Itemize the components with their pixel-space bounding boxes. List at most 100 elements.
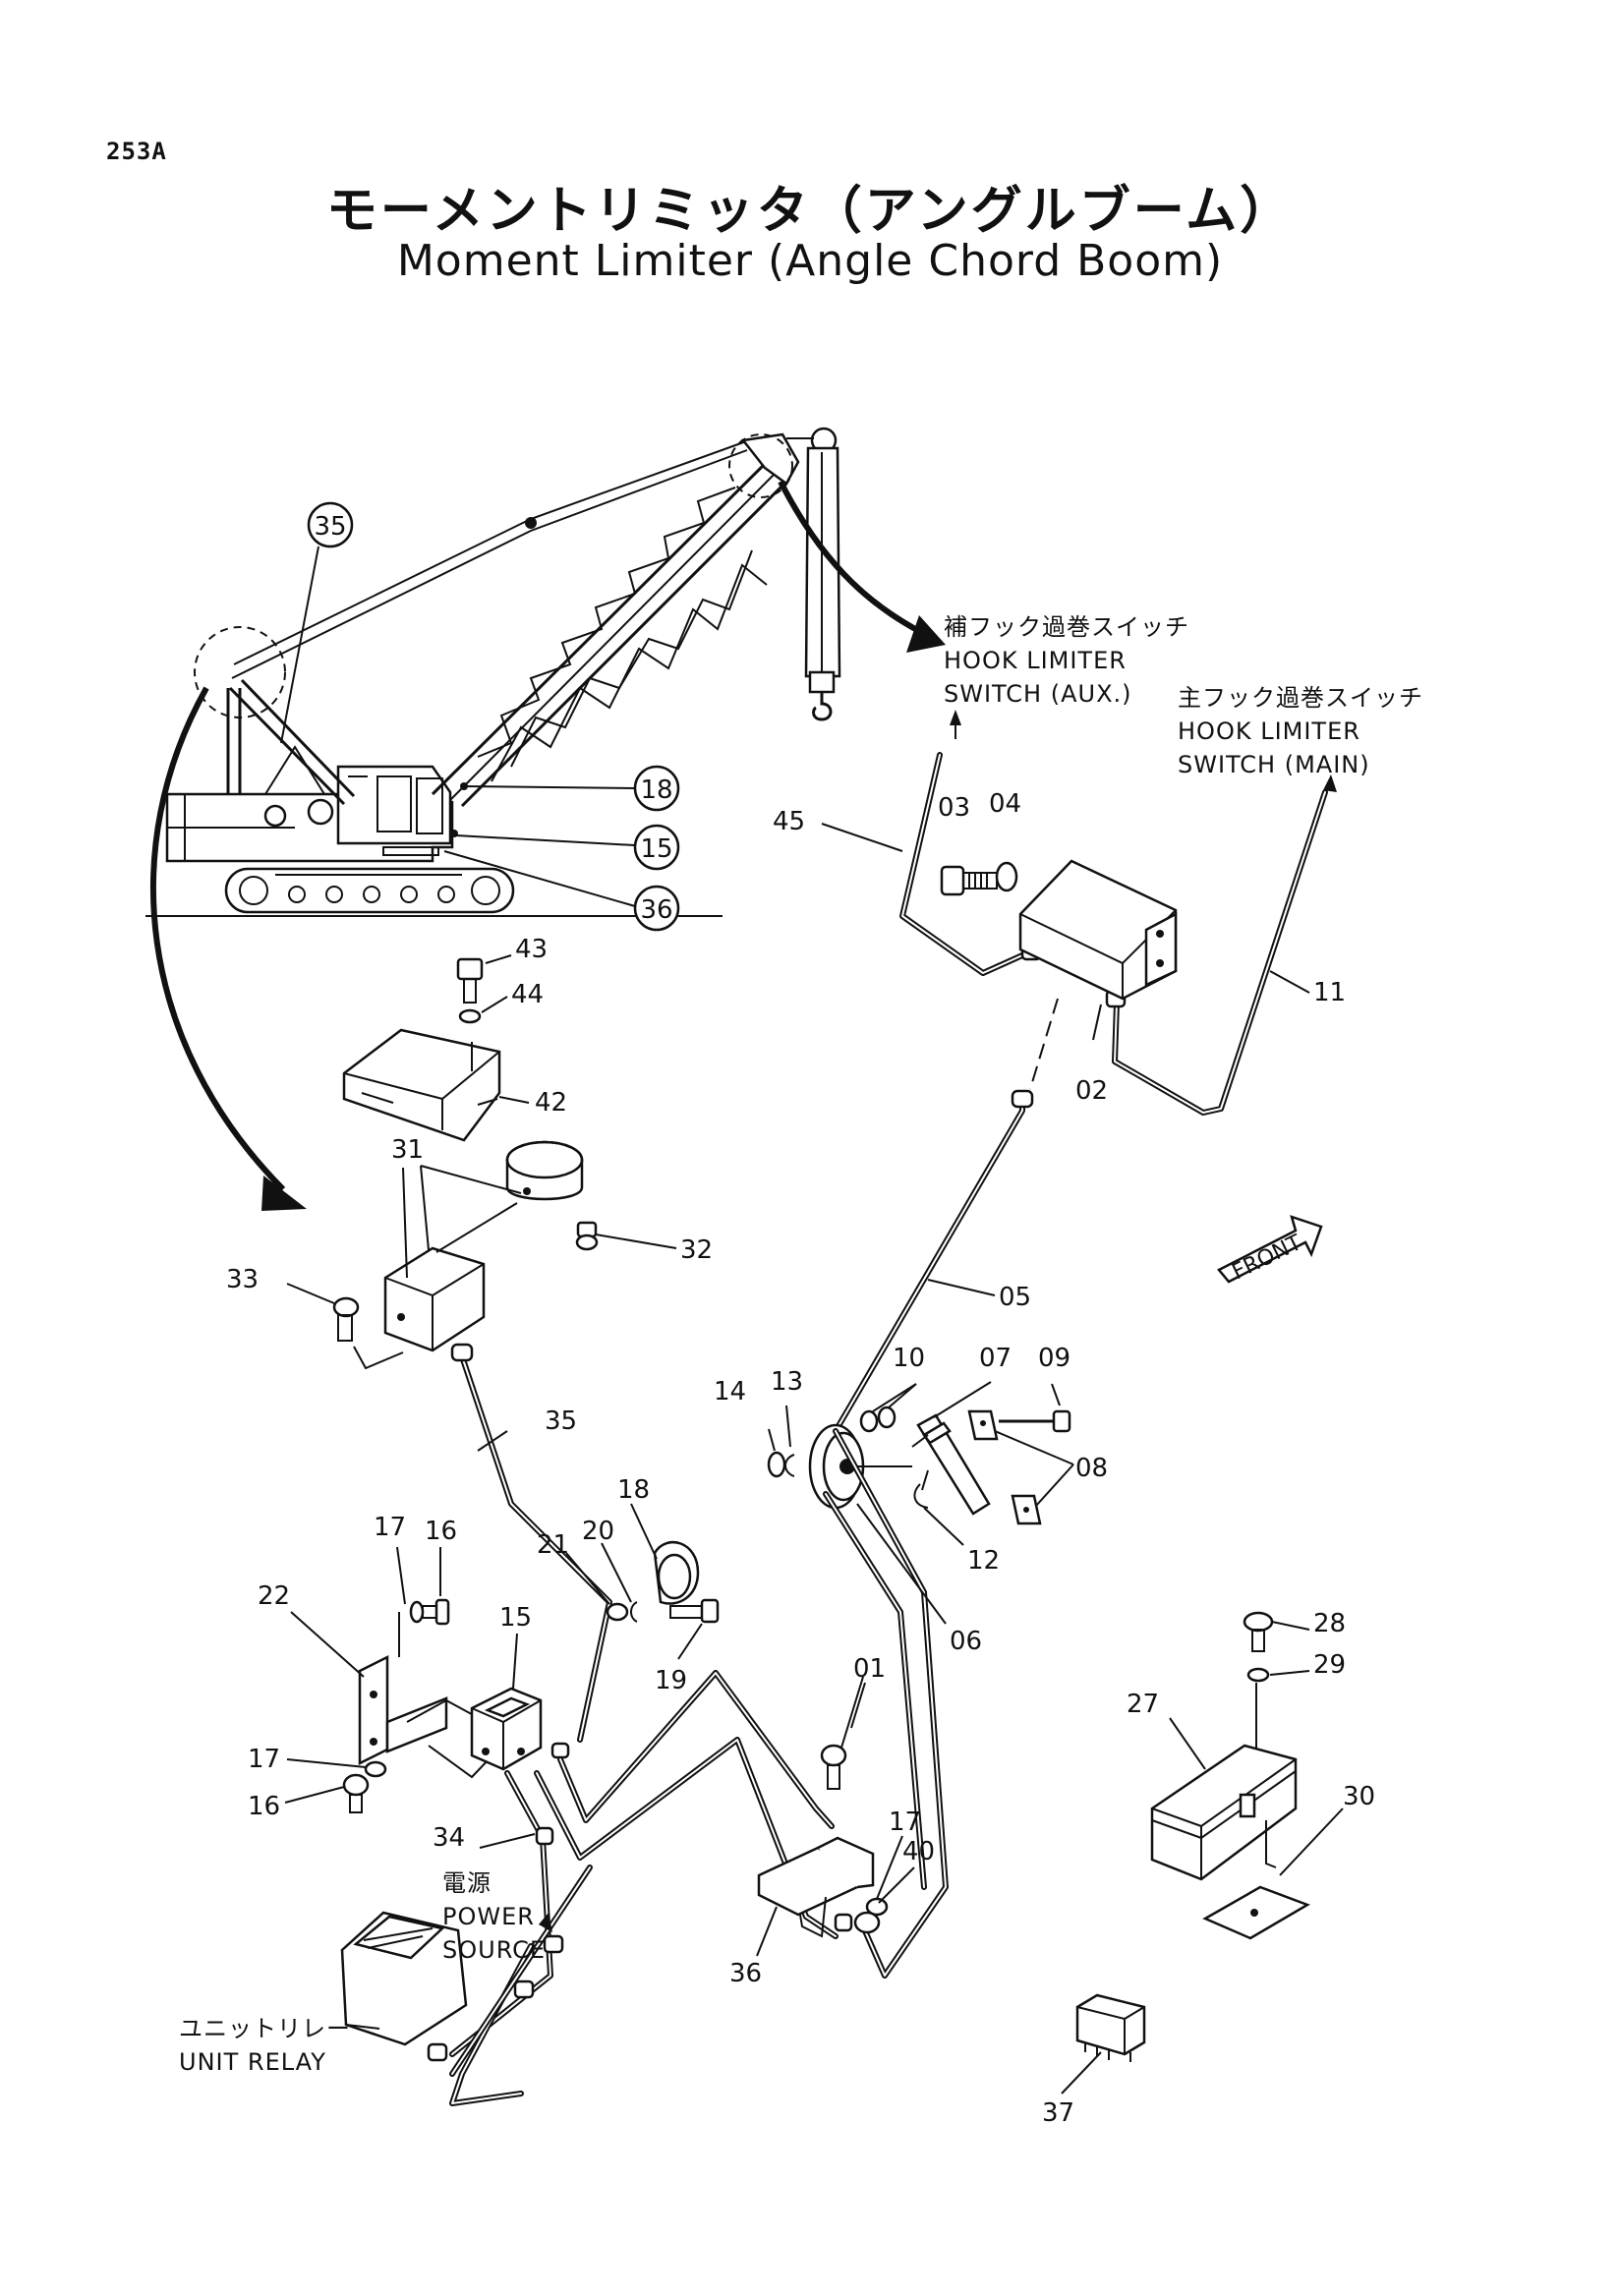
- part-06: 06: [950, 1627, 982, 1656]
- part-43: 43: [515, 935, 548, 964]
- svg-text:POWER: POWER: [442, 1903, 535, 1930]
- svg-text:主フック過巻スイッチ: 主フック過巻スイッチ: [1178, 684, 1423, 712]
- svg-text:電源: 電源: [442, 1869, 492, 1897]
- switch-box-02: [1018, 859, 1178, 1001]
- front-direction-arrow: FRONT: [1217, 1215, 1323, 1286]
- part-35: 35: [545, 1406, 577, 1436]
- part-15: 15: [499, 1603, 532, 1633]
- bracket-36: [757, 1836, 875, 1938]
- title-japanese: モーメントリミッタ（アングルブーム）: [325, 182, 1295, 241]
- part-17a: 17: [374, 1513, 406, 1542]
- part-08: 08: [1075, 1454, 1108, 1483]
- part-16b: 16: [248, 1792, 280, 1821]
- nut-21: [606, 1602, 629, 1622]
- part-27: 27: [1127, 1690, 1159, 1719]
- part-11: 11: [1313, 978, 1346, 1007]
- buzzer-31: [505, 1140, 584, 1201]
- reel-drum-06: [808, 1423, 912, 1510]
- part-44: 44: [511, 980, 544, 1009]
- part-21: 21: [537, 1530, 569, 1560]
- part-37: 37: [1042, 2098, 1074, 2128]
- lattice-boom: [431, 460, 788, 808]
- washer-29: [1246, 1667, 1270, 1683]
- part-17b: 17: [248, 1745, 280, 1774]
- svg-text:SOURCE: SOURCE: [442, 1936, 546, 1964]
- washer-14: [767, 1451, 786, 1478]
- bolt-03: [940, 865, 998, 896]
- bolt-32: [575, 1221, 599, 1251]
- callout-18: 18: [640, 775, 672, 805]
- bolt-16b: [342, 1773, 370, 1813]
- washer-44: [458, 1008, 482, 1024]
- part-01: 01: [853, 1654, 886, 1684]
- part-19: 19: [655, 1666, 687, 1695]
- svg-text:SWITCH (AUX.): SWITCH (AUX.): [944, 680, 1132, 708]
- part-09: 09: [1038, 1344, 1070, 1373]
- bolt-33: [332, 1296, 360, 1342]
- part-02: 02: [1075, 1076, 1108, 1106]
- svg-text:UNIT RELAY: UNIT RELAY: [179, 2048, 326, 2076]
- bolt-28: [1243, 1611, 1274, 1652]
- part-20: 20: [582, 1517, 614, 1546]
- part-07: 07: [979, 1344, 1012, 1373]
- hook-limiter-aux-note: 補フック過巻スイッチ HOOK LIMITER SWITCH (AUX.): [944, 613, 1189, 708]
- hook-limiter-main-note: 主フック過巻スイッチ HOOK LIMITER SWITCH (MAIN): [1178, 684, 1423, 778]
- part-36: 36: [729, 1959, 762, 1988]
- crane-illustration: [145, 427, 841, 917]
- part-03: 03: [938, 793, 970, 823]
- part-10: 10: [893, 1344, 925, 1373]
- part-40: 40: [902, 1837, 935, 1866]
- power-source-note: 電源 POWER SOURCE: [442, 1869, 546, 1964]
- clip-13: [784, 1454, 795, 1477]
- unit-relay-box: [340, 1911, 468, 2046]
- part-34: 34: [433, 1823, 465, 1853]
- part-18: 18: [617, 1475, 650, 1505]
- part-12: 12: [967, 1546, 1000, 1576]
- svg-text:SWITCH (MAIN): SWITCH (MAIN): [1178, 751, 1370, 778]
- part-05: 05: [999, 1283, 1031, 1312]
- control-box: [383, 1246, 486, 1352]
- plate-30: [1202, 1885, 1310, 1940]
- callout-35: 35: [314, 512, 346, 542]
- bolt-09: [999, 1409, 1071, 1433]
- part-30: 30: [1343, 1782, 1375, 1811]
- part-17c: 17: [889, 1808, 921, 1837]
- part-45: 45: [773, 807, 805, 836]
- part-33: 33: [226, 1265, 259, 1294]
- crane-cab: [336, 765, 452, 845]
- part-28: 28: [1313, 1609, 1346, 1638]
- callout-15: 15: [640, 834, 672, 864]
- page-number: 253A: [106, 138, 167, 165]
- part-04: 04: [989, 789, 1021, 819]
- switch-18: [653, 1540, 700, 1605]
- callout-36: 36: [640, 895, 672, 925]
- part-13: 13: [771, 1367, 803, 1397]
- bolt-19: [669, 1598, 720, 1624]
- bolt-43: [456, 957, 484, 1004]
- part-14: 14: [714, 1377, 746, 1406]
- part-42: 42: [535, 1088, 567, 1118]
- unit-relay-note: ユニットリレー UNIT RELAY: [179, 2015, 351, 2076]
- svg-text:HOOK LIMITER: HOOK LIMITER: [1178, 718, 1360, 745]
- svg-text:HOOK LIMITER: HOOK LIMITER: [944, 647, 1127, 674]
- box-27: [1150, 1744, 1298, 1881]
- bracket-07: [911, 1413, 991, 1516]
- svg-text:補フック過巻スイッチ: 補フック過巻スイッチ: [944, 613, 1189, 641]
- cover-42: [342, 1028, 501, 1142]
- part-16a: 16: [425, 1517, 457, 1546]
- part-32: 32: [680, 1235, 713, 1265]
- svg-text:FRONT: FRONT: [1229, 1231, 1306, 1286]
- callouts: 35 18 15 36: [280, 501, 680, 932]
- part-22: 22: [258, 1581, 290, 1611]
- title-english: Moment Limiter (Angle Chord Boom): [396, 236, 1224, 286]
- part-29: 29: [1313, 1650, 1346, 1680]
- pin-12: [913, 1483, 929, 1509]
- bolt-16a: [422, 1598, 450, 1626]
- bolt-01: [820, 1744, 847, 1790]
- svg-text:ユニットリレー: ユニットリレー: [179, 2015, 351, 2042]
- washer-20: [630, 1601, 638, 1623]
- washer-04: [995, 861, 1018, 892]
- part-numbers: 45 03 04 11 02 43 44 42 31 32 33 05 35 1…: [226, 789, 1375, 2128]
- bracket-22: [358, 1654, 448, 1766]
